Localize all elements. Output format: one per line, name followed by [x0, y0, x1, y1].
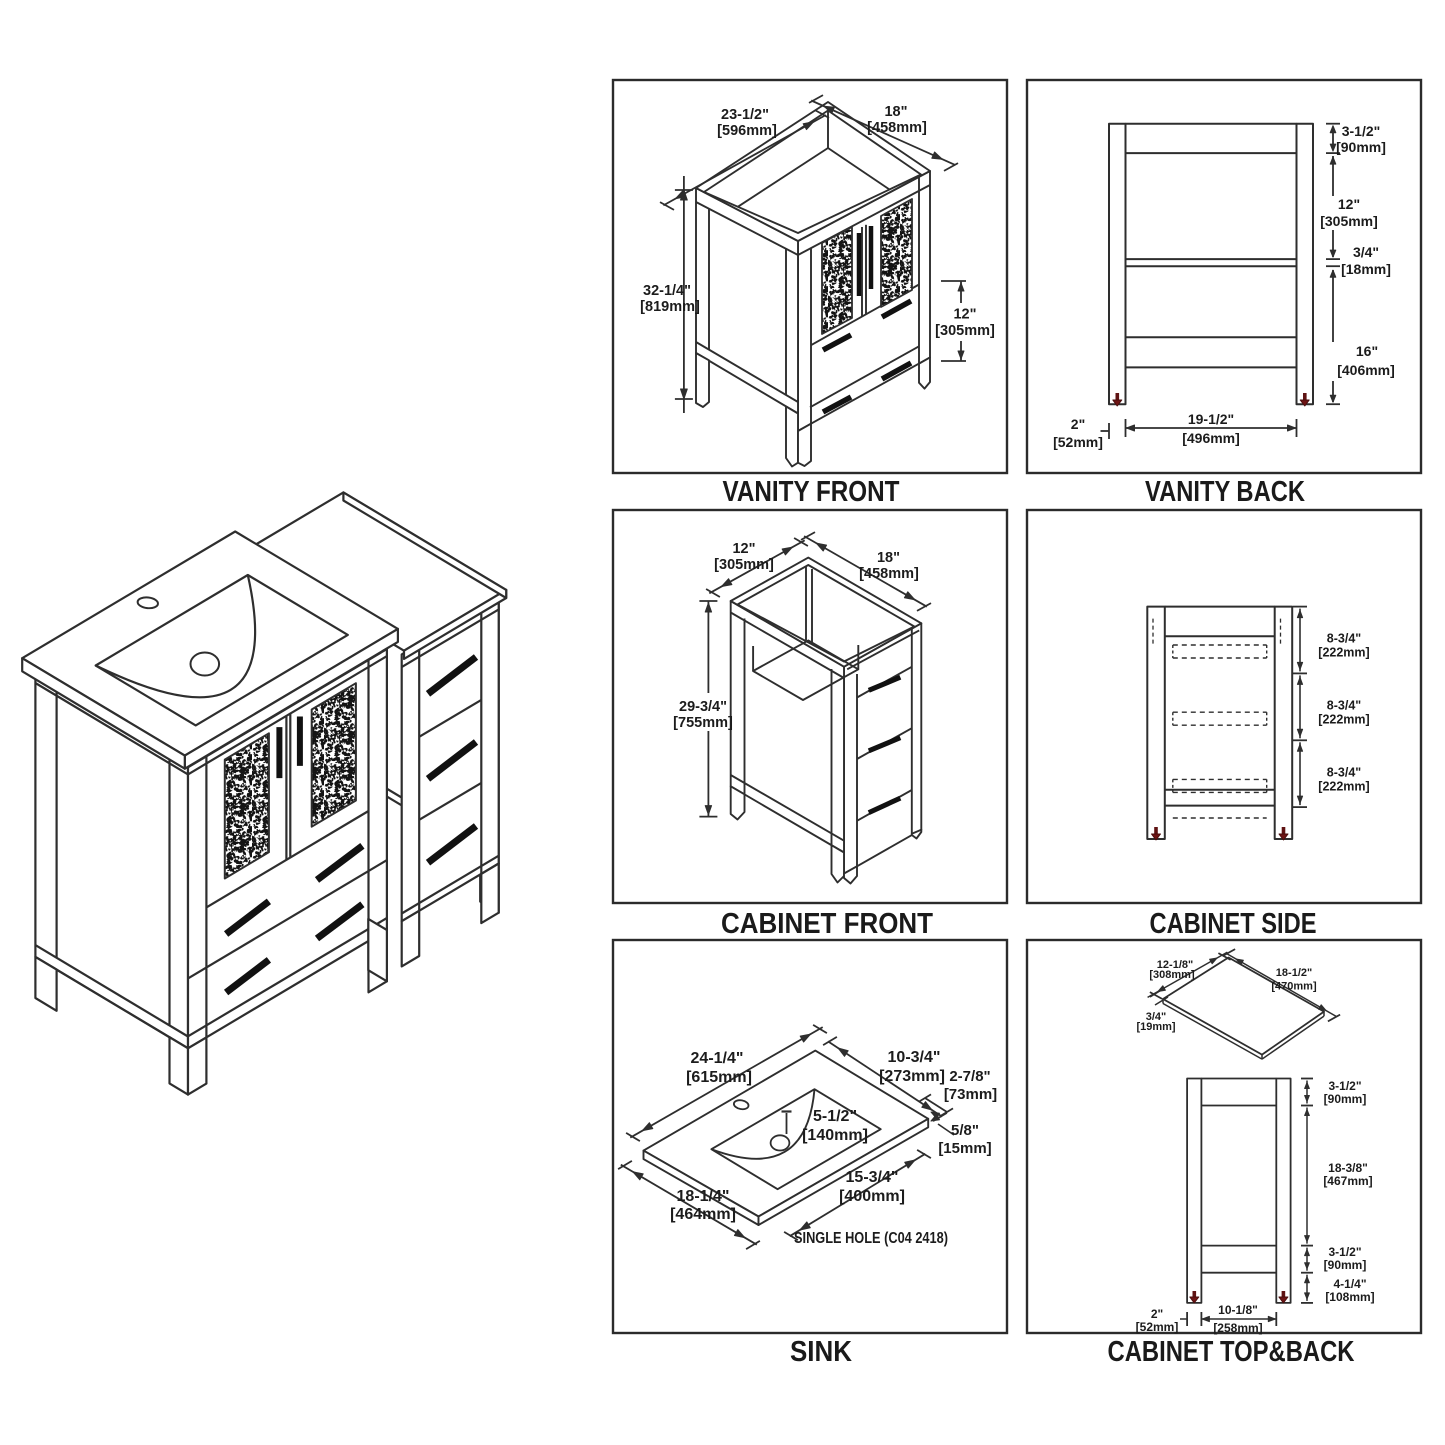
svg-text:[308mm]: [308mm]: [1149, 969, 1195, 981]
svg-text:18-1/2": 18-1/2": [1276, 967, 1312, 979]
svg-text:[258mm]: [258mm]: [1213, 1321, 1262, 1335]
svg-text:[305mm]: [305mm]: [935, 323, 995, 339]
svg-text:12": 12": [953, 307, 976, 323]
svg-text:23-1/2": 23-1/2": [721, 107, 769, 123]
svg-text:[406mm]: [406mm]: [1337, 362, 1395, 378]
svg-text:12-1/8": 12-1/8": [1157, 959, 1193, 971]
svg-text:[596mm]: [596mm]: [717, 123, 777, 139]
svg-text:[73mm]: [73mm]: [944, 1086, 997, 1103]
svg-text:[464mm]: [464mm]: [670, 1206, 736, 1223]
svg-text:12": 12": [1338, 196, 1360, 212]
svg-text:18-1/4": 18-1/4": [677, 1188, 730, 1205]
svg-text:24-1/4": 24-1/4": [691, 1050, 744, 1067]
svg-text:[467mm]: [467mm]: [1323, 1174, 1372, 1188]
svg-text:[458mm]: [458mm]: [859, 566, 919, 582]
svg-text:15-3/4": 15-3/4": [846, 1169, 899, 1186]
svg-text:[140mm]: [140mm]: [802, 1127, 868, 1144]
svg-text:32-1/4": 32-1/4": [643, 283, 691, 299]
svg-text:18": 18": [884, 104, 907, 120]
svg-text:[18mm]: [18mm]: [1341, 261, 1391, 277]
svg-text:[15mm]: [15mm]: [938, 1140, 991, 1157]
svg-text:[52mm]: [52mm]: [1136, 1320, 1179, 1334]
svg-text:12": 12": [732, 541, 755, 557]
svg-text:[222mm]: [222mm]: [1318, 779, 1369, 793]
svg-text:3/4": 3/4": [1146, 1011, 1167, 1023]
svg-text:2": 2": [1071, 416, 1085, 432]
svg-text:2": 2": [1151, 1307, 1163, 1321]
svg-text:[470mm]: [470mm]: [1271, 981, 1317, 993]
svg-text:CABINET FRONT: CABINET FRONT: [721, 908, 933, 940]
svg-text:18": 18": [877, 550, 900, 566]
svg-text:3/4": 3/4": [1353, 244, 1379, 260]
svg-text:SINK: SINK: [790, 1336, 852, 1368]
svg-text:2-7/8": 2-7/8": [949, 1068, 990, 1085]
svg-text:[305mm]: [305mm]: [714, 557, 774, 573]
svg-text:[19mm]: [19mm]: [1136, 1021, 1175, 1033]
svg-text:[458mm]: [458mm]: [867, 120, 927, 136]
svg-text:[615mm]: [615mm]: [686, 1069, 752, 1086]
svg-text:[222mm]: [222mm]: [1318, 646, 1369, 660]
svg-text:5/8": 5/8": [951, 1122, 979, 1139]
svg-text:8-3/4": 8-3/4": [1327, 632, 1361, 646]
svg-text:[819mm]: [819mm]: [640, 299, 700, 315]
svg-text:10-1/8": 10-1/8": [1218, 1303, 1258, 1317]
svg-text:CABINET SIDE: CABINET SIDE: [1150, 908, 1317, 940]
svg-text:[90mm]: [90mm]: [1336, 139, 1386, 155]
svg-text:VANITY FRONT: VANITY FRONT: [723, 476, 900, 508]
svg-text:CABINET TOP&BACK: CABINET TOP&BACK: [1108, 1336, 1355, 1368]
svg-text:4-1/4": 4-1/4": [1333, 1277, 1366, 1291]
svg-text:[90mm]: [90mm]: [1324, 1092, 1367, 1106]
svg-text:3-1/2": 3-1/2": [1342, 123, 1381, 139]
svg-text:19-1/2": 19-1/2": [1188, 411, 1234, 427]
svg-text:8-3/4": 8-3/4": [1327, 698, 1361, 712]
svg-text:16": 16": [1356, 343, 1378, 359]
svg-text:8-3/4": 8-3/4": [1327, 765, 1361, 779]
svg-text:[496mm]: [496mm]: [1182, 430, 1240, 446]
svg-text:VANITY BACK: VANITY BACK: [1145, 476, 1305, 508]
svg-text:18-3/8": 18-3/8": [1328, 1161, 1368, 1175]
svg-text:[52mm]: [52mm]: [1053, 434, 1103, 450]
svg-text:29-3/4": 29-3/4": [679, 699, 727, 715]
svg-text:3-1/2": 3-1/2": [1328, 1079, 1361, 1093]
svg-text:[222mm]: [222mm]: [1318, 712, 1369, 726]
svg-text:[305mm]: [305mm]: [1320, 213, 1378, 229]
svg-text:[90mm]: [90mm]: [1324, 1258, 1367, 1272]
svg-text:[755mm]: [755mm]: [673, 715, 733, 731]
svg-text:[108mm]: [108mm]: [1325, 1290, 1374, 1304]
svg-text:5-1/2": 5-1/2": [813, 1108, 857, 1125]
svg-text:[400mm]: [400mm]: [839, 1188, 905, 1205]
svg-text:3-1/2": 3-1/2": [1328, 1245, 1361, 1259]
svg-text:SINGLE HOLE (C04 2418): SINGLE HOLE (C04 2418): [794, 1230, 948, 1247]
svg-text:[273mm]: [273mm]: [879, 1068, 945, 1085]
svg-text:10-3/4": 10-3/4": [888, 1049, 941, 1066]
